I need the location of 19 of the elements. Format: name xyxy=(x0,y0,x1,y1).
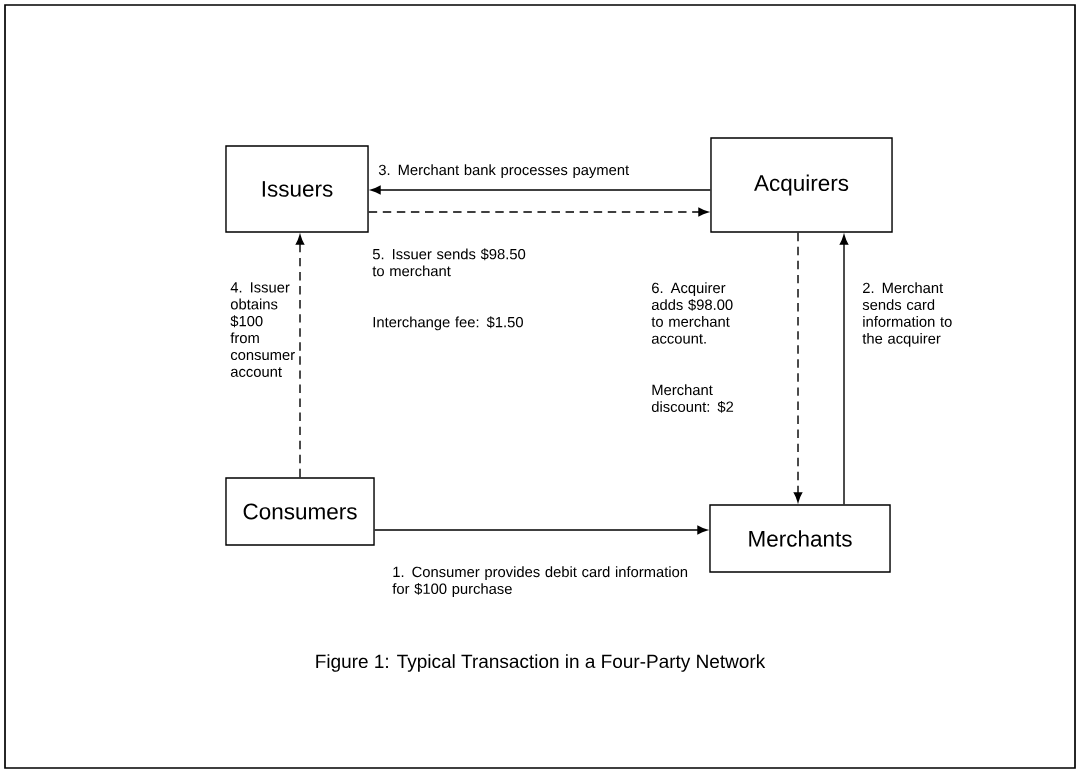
party-box: Acquirers xyxy=(710,137,893,233)
edge-label: 4. Issuer obtains $100 from consumer account xyxy=(230,282,295,377)
arrow xyxy=(368,207,709,217)
edge-label: 1. Consumer provides debit card information for $100 purchase xyxy=(392,566,688,597)
caption: Figure 1: Typical Transaction in a Four-Party Network xyxy=(316,654,766,672)
party-box: Consumers xyxy=(225,477,375,546)
arrow xyxy=(839,234,849,505)
party-box: Merchants xyxy=(709,504,891,573)
edge-label: 5. Issuer sends $98.50 to merchant xyxy=(372,248,526,277)
edge-label: 6. Acquirer adds $98.00 to merchant account. xyxy=(651,282,733,344)
arrow xyxy=(374,525,708,535)
note: Interchange fee: $1.50 xyxy=(373,316,523,331)
edge-label: 3. Merchant bank processes payment xyxy=(378,164,630,179)
arrow xyxy=(370,185,711,195)
edge-label: 2. Merchant sends card information to the acquirer xyxy=(862,282,952,347)
party-box: Issuers xyxy=(225,145,369,233)
arrow xyxy=(295,234,305,478)
note: Merchant discount: $2 xyxy=(651,384,734,413)
arrow xyxy=(793,232,803,503)
